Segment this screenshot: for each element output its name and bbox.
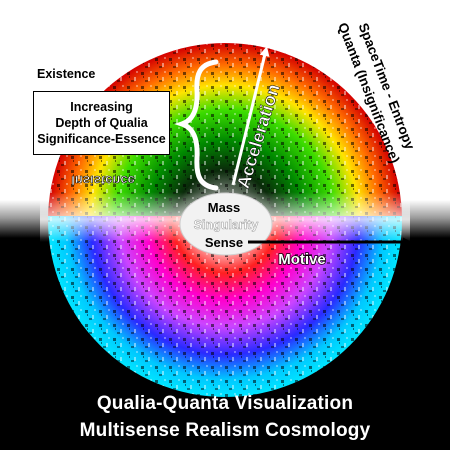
singularity-core (179, 192, 273, 256)
label-mass: Mass (208, 200, 241, 215)
label-motive: Motive (278, 251, 326, 268)
box-line-depth: Depth of Qualia (55, 116, 148, 130)
caption-title: Qualia-Quanta Visualization (96, 393, 354, 414)
box-line-significance: Significance-Essence (37, 132, 166, 146)
caption-subtitle: Multisense Realism Cosmology (79, 420, 371, 441)
upper-hemisphere (48, 43, 402, 216)
label-sense: Sense (205, 235, 243, 250)
label-insistence: Insistence (71, 173, 135, 188)
acceleration-arrow (231, 46, 270, 186)
curly-brace (174, 59, 219, 191)
qualia-depth-box: Increasing Depth of Qualia Significance-… (33, 91, 170, 155)
label-existence: Existence (37, 67, 95, 81)
box-line-increasing: Increasing (70, 100, 133, 114)
lower-hemisphere (48, 216, 402, 397)
label-singularity: Singularity (194, 218, 259, 232)
